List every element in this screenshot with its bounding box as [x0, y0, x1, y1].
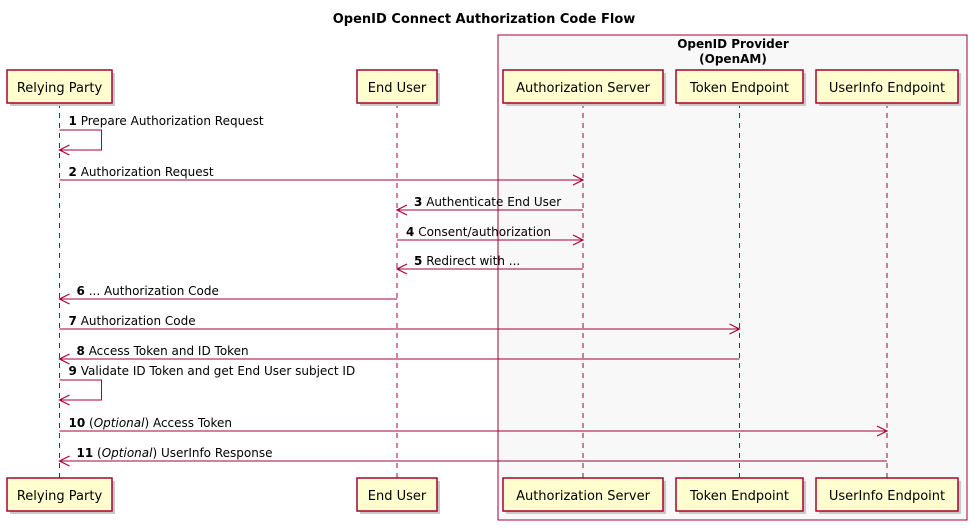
message-text: ... Authorization Code	[89, 284, 219, 298]
message-text: Authorization Request	[81, 165, 214, 179]
message-label: 4 Consent/authorization	[406, 225, 551, 239]
message-3: 3 Authenticate End User	[395, 195, 583, 216]
message-text: ) UserInfo Response	[152, 446, 272, 460]
message-label: 10 (Optional) Access Token	[69, 416, 233, 430]
message-7: 7 Authorization Code	[59, 314, 741, 335]
participant-label: Authorization Server	[516, 81, 650, 96]
participants-bottom: Relying Party End User Authorization Serve…	[6, 477, 961, 514]
arrowhead	[58, 455, 70, 467]
message-9: 9 Validate ID Token and get End User sub…	[58, 364, 356, 406]
openid-provider-group: OpenID Provider (OpenAM)	[497, 34, 968, 521]
arrowhead	[572, 234, 585, 246]
participant-as-bottom: Authorization Server	[502, 477, 666, 514]
message-text: ) Access Token	[144, 416, 232, 430]
participant-rp-top: Relying Party	[6, 69, 115, 106]
message-label: 1 Prepare Authorization Request	[69, 114, 264, 128]
message-italic: Optional	[102, 446, 153, 460]
participant-te-bottom: Token Endpoint	[675, 477, 806, 514]
participant-label: End User	[368, 81, 427, 96]
diagram-title: OpenID Connect Authorization Code Flow	[333, 12, 636, 27]
participant-te-top: Token Endpoint	[675, 69, 806, 106]
message-number: 3	[414, 195, 422, 209]
message-2: 2 Authorization Request	[59, 165, 585, 186]
participant-ui-bottom: UserInfo Endpoint	[815, 477, 961, 514]
message-text: Authenticate End User	[426, 195, 561, 209]
message-number: 5	[414, 254, 422, 268]
message-label: 9 Validate ID Token and get End User sub…	[69, 364, 356, 378]
arrowhead	[395, 204, 408, 216]
message-label: 6 ... Authorization Code	[77, 284, 219, 298]
message-number: 4	[406, 225, 414, 239]
message-text: Prepare Authorization Request	[81, 114, 264, 128]
arrowhead	[729, 323, 741, 335]
message-label: 3 Authenticate End User	[414, 195, 561, 209]
participant-label: Token Endpoint	[689, 81, 789, 96]
arrowhead	[572, 174, 585, 186]
message-number: 1	[69, 114, 77, 128]
arrowhead	[58, 394, 70, 406]
participant-eu-top: End User	[356, 69, 440, 106]
message-text: Access Token and ID Token	[89, 344, 249, 358]
message-4: 4 Consent/authorization	[397, 225, 585, 246]
participant-label: UserInfo Endpoint	[829, 489, 945, 504]
arrowhead	[395, 263, 408, 275]
message-text: Validate ID Token and get End User subje…	[81, 364, 356, 378]
participant-as-top: Authorization Server	[502, 69, 666, 106]
participant-label: Relying Party	[17, 81, 103, 96]
participant-label: Relying Party	[17, 489, 103, 504]
message-label: 11 (Optional) UserInfo Response	[77, 446, 273, 460]
message-number: 9	[69, 364, 77, 378]
message-number: 10	[69, 416, 86, 430]
participant-label: End User	[368, 489, 427, 504]
group-title-line1: OpenID Provider	[677, 37, 789, 51]
messages: 1 Prepare Authorization Request 2 Authori…	[58, 114, 889, 467]
message-text: Consent/authorization	[418, 225, 551, 239]
message-number: 2	[69, 165, 77, 179]
message-text: Authorization Code	[81, 314, 196, 328]
message-number: 7	[69, 314, 77, 328]
message-10: 10 (Optional) Access Token	[59, 416, 889, 437]
message-1: 1 Prepare Authorization Request	[58, 114, 264, 156]
arrowhead	[58, 293, 70, 305]
group-title-line2: (OpenAM)	[699, 52, 767, 66]
message-5: 5 Redirect with ...	[395, 254, 583, 275]
message-italic: Optional	[94, 416, 145, 430]
message-number: 6	[77, 284, 85, 298]
message-arrow	[59, 379, 102, 401]
participants-top: Relying Party End User Authorization Serve…	[6, 69, 961, 106]
arrowhead	[876, 425, 889, 437]
participant-eu-bottom: End User	[356, 477, 440, 514]
message-label: 8 Access Token and ID Token	[77, 344, 249, 358]
message-11: 11 (Optional) UserInfo Response	[58, 446, 887, 467]
arrowhead	[58, 144, 70, 156]
message-text: Redirect with ...	[426, 254, 520, 268]
arrowhead	[58, 353, 70, 365]
message-prefix: (	[97, 446, 102, 460]
participant-label: Authorization Server	[516, 489, 650, 504]
message-arrow	[59, 129, 102, 151]
message-label: 2 Authorization Request	[69, 165, 214, 179]
message-prefix: (	[89, 416, 94, 430]
message-label: 7 Authorization Code	[69, 314, 196, 328]
lifelines	[59, 103, 888, 478]
message-number: 8	[77, 344, 85, 358]
participant-label: Token Endpoint	[689, 489, 789, 504]
message-number: 11	[77, 446, 94, 460]
message-8: 8 Access Token and ID Token	[58, 344, 740, 365]
message-6: 6 ... Authorization Code	[58, 284, 397, 305]
participant-label: UserInfo Endpoint	[829, 81, 945, 96]
message-label: 5 Redirect with ...	[414, 254, 520, 268]
participant-rp-bottom: Relying Party	[6, 477, 115, 514]
participant-ui-top: UserInfo Endpoint	[815, 69, 961, 106]
